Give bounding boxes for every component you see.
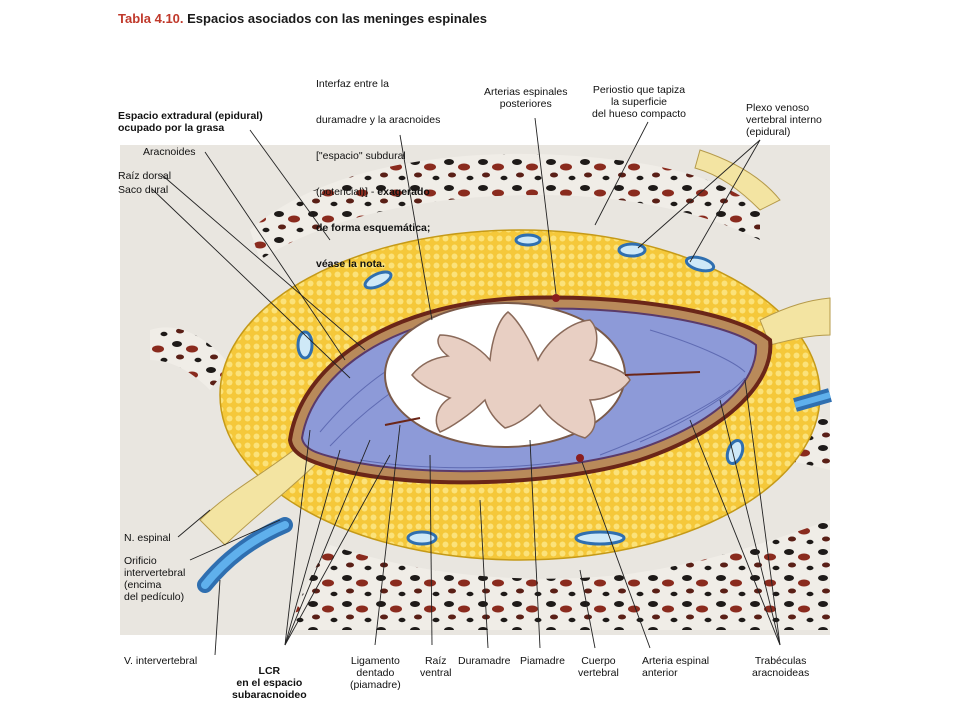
label-arterias-posteriores: Arterias espinales posteriores (484, 86, 568, 110)
label-interfaz-line4b: exagerado (377, 186, 430, 198)
leader-lines (151, 117, 781, 656)
label-saco-dural: Saco dural (118, 184, 169, 196)
bone-marrow-left (150, 327, 230, 390)
figure-title-text: Espacios asociados con las meninges espi… (187, 11, 487, 26)
figure-title-number: Tabla 4.10. (118, 11, 184, 26)
label-interfaz-line6: véase la nota. (316, 258, 385, 270)
label-raiz-dorsal: Raíz dorsal (118, 170, 172, 182)
label-n-espinal: N. espinal (124, 532, 171, 544)
posterior-spinal-artery (552, 294, 560, 302)
denticulate-ligament (384, 417, 421, 426)
label-interfaz-line1: Interfaz entre la (316, 78, 389, 90)
label-interfaz-line5: de forma esquemática; (316, 222, 431, 234)
label-duramadre: Duramadre (458, 655, 511, 667)
label-plexo-venoso: Plexo venoso vertebral interno (epidural… (746, 102, 822, 138)
label-interfaz-line3: ["espacio" subdural (316, 150, 406, 162)
spinal-nerve-right (759, 297, 831, 346)
bone-marrow-top (250, 153, 760, 260)
label-ligamento-dentado: Ligamento dentado (piamadre) (350, 655, 401, 691)
label-piamadre: Piamadre (520, 655, 565, 667)
label-aracnoides: Aracnoides (143, 146, 196, 158)
label-raiz-ventral: Raíz ventral (420, 655, 452, 679)
label-v-intervertebral: V. intervertebral (124, 655, 198, 667)
label-cuerpo-vertebral: Cuerpo vertebral (578, 655, 619, 679)
anterior-spinal-artery (576, 454, 584, 462)
label-interfaz-line4: (potencial)] - exagerado (316, 186, 440, 198)
bone-marrow-bottom (290, 520, 830, 630)
label-interfaz-block: Interfaz entre la duramadre y la aracnoi… (316, 54, 440, 294)
label-lcr: LCR en el espacio subaracnoideo (232, 665, 307, 701)
venous-plexus (296, 233, 745, 546)
gray-matter (411, 311, 631, 439)
figure-title: Tabla 4.10. Espacios asociados con las m… (118, 11, 487, 26)
label-trabeculas: Trabéculas aracnoideas (752, 655, 810, 679)
label-interfaz-line2: duramadre y la aracnoides (316, 114, 441, 126)
label-periostio: Periostio que tapiza la superficie del h… (592, 84, 686, 120)
label-arteria-espinal-anterior: Arteria espinal anterior (642, 655, 710, 679)
label-espacio-extradural: Espacio extradural (epidural) ocupado po… (118, 110, 263, 134)
label-interfaz-line4a: (potencial)] - (316, 186, 378, 198)
label-orificio-intervertebral: Orificio intervertebral (encima del pedí… (124, 555, 186, 603)
